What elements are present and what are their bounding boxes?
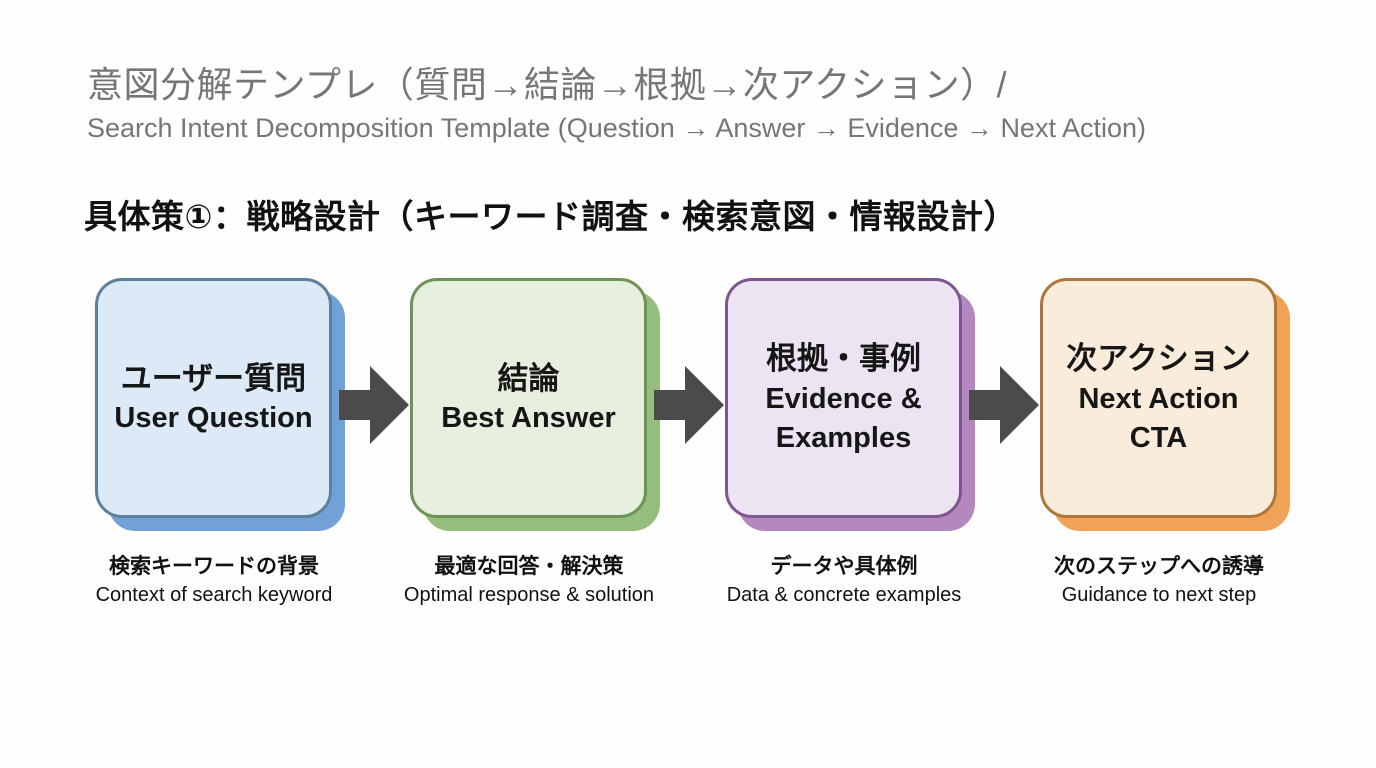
header: 意図分解テンプレ（質問→結論→根拠→次アクション）/ Search Intent… — [87, 62, 1327, 144]
section-heading: 具体策①：戦略設計（キーワード調査・検索意図・情報設計） — [84, 198, 1017, 235]
arrow-head — [1000, 366, 1039, 444]
arrow-shaft — [339, 390, 373, 420]
step-caption-user-question: 検索キーワードの背景 Context of search keyword — [54, 553, 374, 609]
arrow-shaft — [969, 390, 1003, 420]
arrow-right-icon — [654, 366, 724, 444]
step-caption-next-action: 次のステップへの誘導 Guidance to next step — [999, 553, 1319, 609]
step-title-english: Next Action — [1078, 382, 1239, 415]
caption-japanese: 最適な回答・解決策 — [434, 555, 624, 578]
arrow-right-icon — [969, 366, 1039, 444]
caption-japanese: 次のステップへの誘導 — [1054, 555, 1264, 578]
step-caption-best-answer: 最適な回答・解決策 Optimal response & solution — [369, 553, 689, 609]
caption-english: Optimal response & solution — [403, 584, 655, 607]
caption-english: Guidance to next step — [1061, 584, 1257, 607]
arrow-head — [370, 366, 409, 444]
step-title-extra: CTA — [1129, 421, 1188, 454]
caption-english: Data & concrete examples — [726, 584, 962, 607]
step-title-japanese: ユーザー質問 — [120, 360, 307, 396]
page-title-english: Search Intent Decomposition Template (Qu… — [87, 113, 1146, 143]
page-title-japanese: 意図分解テンプレ（質問→結論→根拠→次アクション）/ — [87, 64, 1008, 105]
step-title-english: Evidence & Examples — [765, 382, 922, 454]
caption-japanese: データや具体例 — [770, 555, 918, 578]
step-box-best-answer: 結論 Best Answer — [410, 278, 647, 518]
step-box-evidence-examples: 根拠・事例 Evidence & Examples — [725, 278, 962, 518]
step-title-english: Best Answer — [441, 402, 616, 435]
step-title-english: User Question — [114, 402, 313, 435]
step-title-japanese: 次アクション — [1066, 340, 1251, 376]
step-caption-evidence-examples: データや具体例 Data & concrete examples — [684, 553, 1004, 609]
caption-english: Context of search keyword — [95, 584, 333, 607]
step-box-next-action: 次アクション Next Action CTA — [1040, 278, 1277, 518]
arrow-right-icon — [339, 366, 409, 444]
step-title-japanese: 結論 — [497, 360, 560, 396]
caption-japanese: 検索キーワードの背景 — [109, 555, 319, 578]
step-title-japanese: 根拠・事例 — [766, 340, 921, 376]
arrow-shaft — [654, 390, 688, 420]
step-box-user-question: ユーザー質問 User Question — [95, 278, 332, 518]
arrow-head — [685, 366, 724, 444]
